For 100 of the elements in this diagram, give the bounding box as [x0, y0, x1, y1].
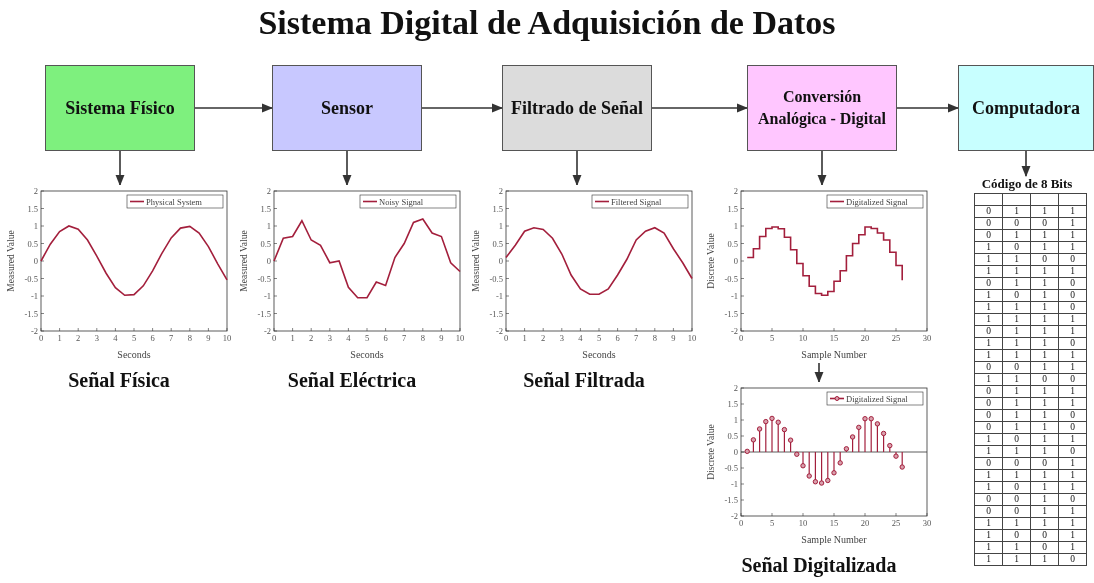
- table-cell: 1: [1002, 277, 1031, 290]
- tick-label: 1.5: [492, 203, 503, 214]
- table-cell: 1: [974, 241, 1003, 254]
- table-cell: 1: [1030, 361, 1059, 374]
- table-cell: 1: [1058, 457, 1087, 470]
- tick-label: 20: [860, 333, 870, 343]
- table-cell: 1: [974, 481, 1003, 494]
- tick-label: 2: [33, 186, 38, 196]
- table-cell: 1: [1002, 373, 1031, 386]
- table-cell: 1: [1030, 397, 1059, 410]
- tick-label: 7: [634, 333, 639, 343]
- table-cell: 0: [974, 217, 1003, 230]
- tick-label: 25: [891, 333, 901, 343]
- table-cell: 1: [974, 517, 1003, 530]
- tick-label: 8: [187, 333, 192, 343]
- table-cell: 1: [1058, 349, 1087, 362]
- table-cell: 0: [1030, 529, 1059, 542]
- tick-label: 20: [860, 518, 870, 528]
- table-cell: 1: [1030, 469, 1059, 482]
- table-cell: 0: [1058, 253, 1087, 266]
- table-cell: 1: [1058, 397, 1087, 410]
- tick-label: 0.5: [260, 238, 271, 249]
- tick-label: -0.5: [724, 273, 738, 284]
- table-cell: 0: [974, 421, 1003, 434]
- table-cell: 0: [1058, 493, 1087, 506]
- tick-label: -1.5: [489, 308, 503, 319]
- table-cell: 1: [974, 349, 1003, 362]
- tick-label: 1: [57, 333, 62, 343]
- table-cell: 0: [1002, 481, 1031, 494]
- tick-label: 8: [420, 333, 425, 343]
- chart-caption: Señal Filtrada: [522, 369, 646, 392]
- tick-label: 3: [94, 333, 99, 343]
- tick-label: 9: [206, 333, 211, 343]
- table-cell: 0: [1058, 409, 1087, 422]
- tick-label: 30: [922, 518, 932, 528]
- tick-label: 6: [383, 333, 388, 343]
- tick-label: 0: [38, 333, 44, 343]
- table-cell: 1: [1002, 301, 1031, 314]
- tick-label: 1.5: [260, 203, 271, 214]
- table-cell: 0: [1058, 445, 1087, 458]
- table-cell: 1: [1030, 241, 1059, 254]
- axis-title: Discrete Value: [706, 424, 716, 480]
- table-cell: 1: [1030, 325, 1059, 338]
- tick-label: 2: [309, 333, 314, 343]
- axis-title: Seconds: [582, 349, 616, 360]
- tick-label: 0: [733, 256, 738, 266]
- table-cell: 1: [1002, 205, 1031, 218]
- table-cell: 0: [1002, 217, 1031, 230]
- table-cell: 1: [1002, 385, 1031, 398]
- tick-label: 3: [327, 333, 332, 343]
- table-cell: 1: [974, 265, 1003, 278]
- tick-label: 2: [733, 186, 738, 196]
- table-cell: 1: [1030, 265, 1059, 278]
- table-cell: 1: [974, 337, 1003, 350]
- table-cell: 0: [1058, 373, 1087, 386]
- tick-label: 1: [290, 333, 295, 343]
- tick-label: -1.5: [724, 308, 738, 319]
- tick-label: 2: [498, 186, 503, 196]
- tick-label: 1.5: [727, 203, 738, 214]
- table-cell: 1: [1058, 529, 1087, 542]
- axis-title: Sample Number: [801, 349, 867, 360]
- table-cell: 0: [1058, 421, 1087, 434]
- table-cell: 1: [1030, 349, 1059, 362]
- table-cell: 1: [974, 253, 1003, 266]
- table-cell: 1: [1030, 313, 1059, 326]
- table-cell: 1: [1058, 205, 1087, 218]
- tick-label: 30: [922, 333, 932, 343]
- table-cell: 1: [1058, 361, 1087, 374]
- tick-label: 0.5: [727, 431, 738, 441]
- table-cell: 0: [1058, 289, 1087, 302]
- tick-label: 7: [402, 333, 407, 343]
- table-title: Código de 8 Bits: [980, 176, 1074, 193]
- tick-label: 3: [559, 333, 564, 343]
- box-label: Filtrado de Señal: [511, 96, 643, 120]
- axis-title: Measured Value: [239, 230, 249, 292]
- table-cell: 1: [1030, 445, 1059, 458]
- tick-label: -2: [263, 326, 271, 336]
- table-cell: 0: [974, 397, 1003, 410]
- box-label: Sensor: [321, 96, 373, 120]
- table-cell: 1: [1058, 241, 1087, 254]
- tick-label: -2: [495, 326, 503, 336]
- tick-label: 9: [671, 333, 676, 343]
- tick-label: 0.5: [27, 238, 38, 249]
- axis-title: Measured Value: [471, 230, 481, 292]
- table-cell: 0: [1002, 493, 1031, 506]
- table-cell: 1: [1058, 265, 1087, 278]
- table-cell: 1: [1002, 409, 1031, 422]
- tick-label: 10: [455, 333, 465, 343]
- tick-label: 9: [439, 333, 444, 343]
- table-cell: 0: [1030, 541, 1059, 554]
- table-cell: 0: [974, 385, 1003, 398]
- tick-label: 0: [498, 256, 503, 266]
- table-cell: 1: [1058, 481, 1087, 494]
- tick-label: 6: [615, 333, 620, 343]
- tick-label: 10: [222, 333, 232, 343]
- table-cell: 1: [1002, 421, 1031, 434]
- table-cell: 1: [974, 529, 1003, 542]
- tick-label: 1.5: [27, 203, 38, 214]
- tick-label: 2: [733, 383, 738, 393]
- table-cell: 0: [974, 205, 1003, 218]
